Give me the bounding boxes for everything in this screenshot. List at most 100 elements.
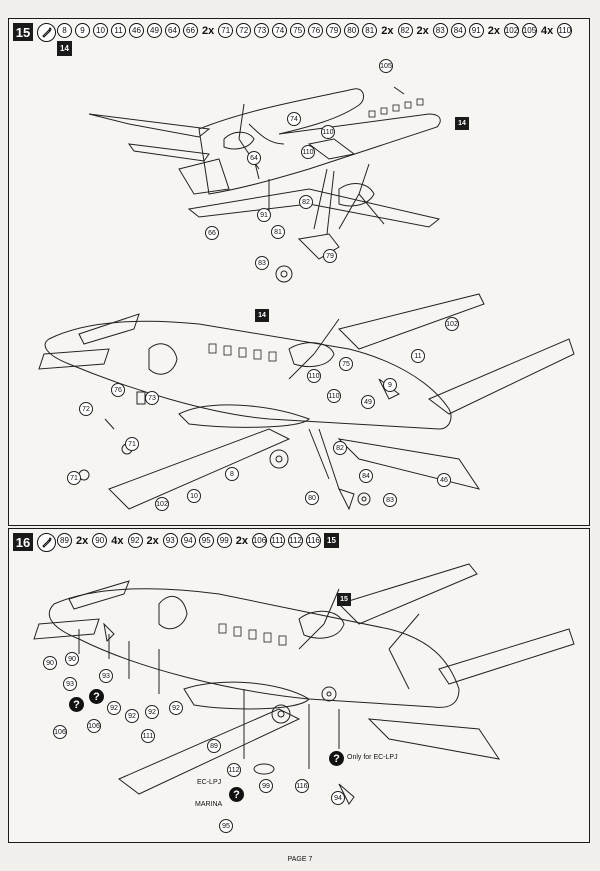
part-number: 71 (218, 23, 234, 38)
aircraft-assembly-drawing (38, 86, 575, 511)
part-number: 110 (557, 23, 573, 38)
step-15-panel: 15 8 9 10 11 46 49 64 66 2x 71 72 73 74 … (8, 18, 590, 526)
parts-list: 89 2x 90 4x 92 2x 93 94 95 99 2x 106 111… (57, 533, 583, 548)
part-number: 102 (504, 23, 519, 38)
part-number: 49 (147, 23, 162, 38)
part-number: 106 (252, 533, 267, 548)
step-number: 15 (13, 23, 33, 41)
callout-label: 110 (321, 125, 335, 139)
callout-label: 8 (225, 467, 239, 481)
part-number: 10 (93, 23, 108, 38)
quantity: 2x (235, 534, 248, 547)
part-number: 64 (165, 23, 180, 38)
quantity: 2x (76, 534, 89, 547)
quantity: 2x (416, 24, 429, 37)
callout-label: 92 (169, 701, 183, 715)
reference-step: 15 (324, 533, 339, 548)
note-only-for: Only for EC-LPJ (347, 754, 398, 761)
callout-label: 95 (219, 819, 233, 833)
quantity: 4x (111, 534, 124, 547)
callout-label: 71 (67, 471, 81, 485)
callout-label: 49 (361, 395, 375, 409)
callout-label: 75 (339, 357, 353, 371)
callout-label: 110 (307, 369, 321, 383)
part-number: 90 (92, 533, 108, 548)
part-number: 105 (522, 23, 537, 38)
part-number: 83 (432, 23, 448, 38)
part-number: 80 (344, 23, 360, 38)
reference-badge: 14 (455, 117, 469, 130)
callout-label: 116 (295, 779, 309, 793)
callout-label: 93 (63, 677, 77, 691)
part-number: 79 (326, 23, 342, 38)
question-icon: ? (329, 751, 344, 766)
callout-label: 102 (155, 497, 169, 511)
callout-label: 46 (437, 473, 451, 487)
callout-label: 73 (145, 391, 159, 405)
reference-badge: 14 (255, 309, 269, 322)
callout-label: 90 (65, 652, 79, 666)
part-number: 72 (236, 23, 252, 38)
callout-label: 64 (247, 151, 261, 165)
callout-label: 90 (43, 656, 57, 670)
callout-label: 102 (445, 317, 459, 331)
note-marina: MARINA (195, 801, 223, 808)
quantity: 2x (146, 534, 159, 547)
part-number: 74 (272, 23, 288, 38)
part-number: 81 (362, 23, 378, 38)
part-number: 76 (308, 23, 324, 38)
part-number: 111 (270, 533, 285, 548)
question-icon: ? (229, 787, 244, 802)
question-icon: ? (69, 697, 84, 712)
quantity: 2x (202, 24, 215, 37)
part-number: 84 (450, 23, 466, 38)
aircraft-decal-drawing (33, 563, 575, 805)
callout-label: 84 (359, 469, 373, 483)
callout-label: 79 (323, 249, 337, 263)
part-number: 73 (254, 23, 270, 38)
callout-label: 93 (99, 669, 113, 683)
part-number: 89 (57, 533, 72, 548)
quantity: 4x (541, 24, 554, 37)
step-number: 16 (13, 533, 33, 551)
reference-step: 14 (57, 41, 72, 56)
part-number: 82 (397, 23, 413, 38)
part-number: 93 (162, 533, 178, 548)
callout-label: 111 (141, 729, 155, 743)
step-16-panel: 16 89 2x 90 4x 92 2x 93 94 95 99 2x 106 … (8, 528, 590, 843)
callout-label: 92 (125, 709, 139, 723)
callout-label: 91 (257, 208, 271, 222)
part-number: 91 (468, 23, 484, 38)
question-icon: ? (89, 689, 104, 704)
callout-label: 76 (111, 383, 125, 397)
part-number: 112 (288, 533, 303, 548)
callout-label: 83 (383, 493, 397, 507)
part-number: 46 (129, 23, 144, 38)
part-number: 75 (290, 23, 306, 38)
callout-label: 74 (287, 112, 301, 126)
part-number: 95 (198, 533, 214, 548)
part-number: 92 (127, 533, 143, 548)
part-number: 9 (75, 23, 90, 38)
callout-label: 71 (125, 437, 139, 451)
callout-label: 82 (333, 441, 347, 455)
part-number: 99 (216, 533, 232, 548)
callout-label: 66 (205, 226, 219, 240)
callout-label: 112 (227, 763, 241, 777)
part-number: 66 (183, 23, 198, 38)
callout-label: 106 (53, 725, 67, 739)
part-number: 116 (306, 533, 321, 548)
note-registration: EC-LPJ (197, 779, 222, 786)
part-number: 8 (57, 23, 72, 38)
quantity: 2x (487, 24, 500, 37)
callout-label: 10 (187, 489, 201, 503)
callout-label: 72 (79, 402, 93, 416)
callout-label: 11 (411, 349, 425, 363)
callout-label: 94 (331, 791, 345, 805)
callout-label: 110 (301, 145, 315, 159)
callout-label: 92 (145, 705, 159, 719)
reference-badge: 15 (337, 593, 351, 606)
quantity: 2x (381, 24, 394, 37)
callout-label: 105 (379, 59, 393, 73)
part-number: 94 (180, 533, 196, 548)
